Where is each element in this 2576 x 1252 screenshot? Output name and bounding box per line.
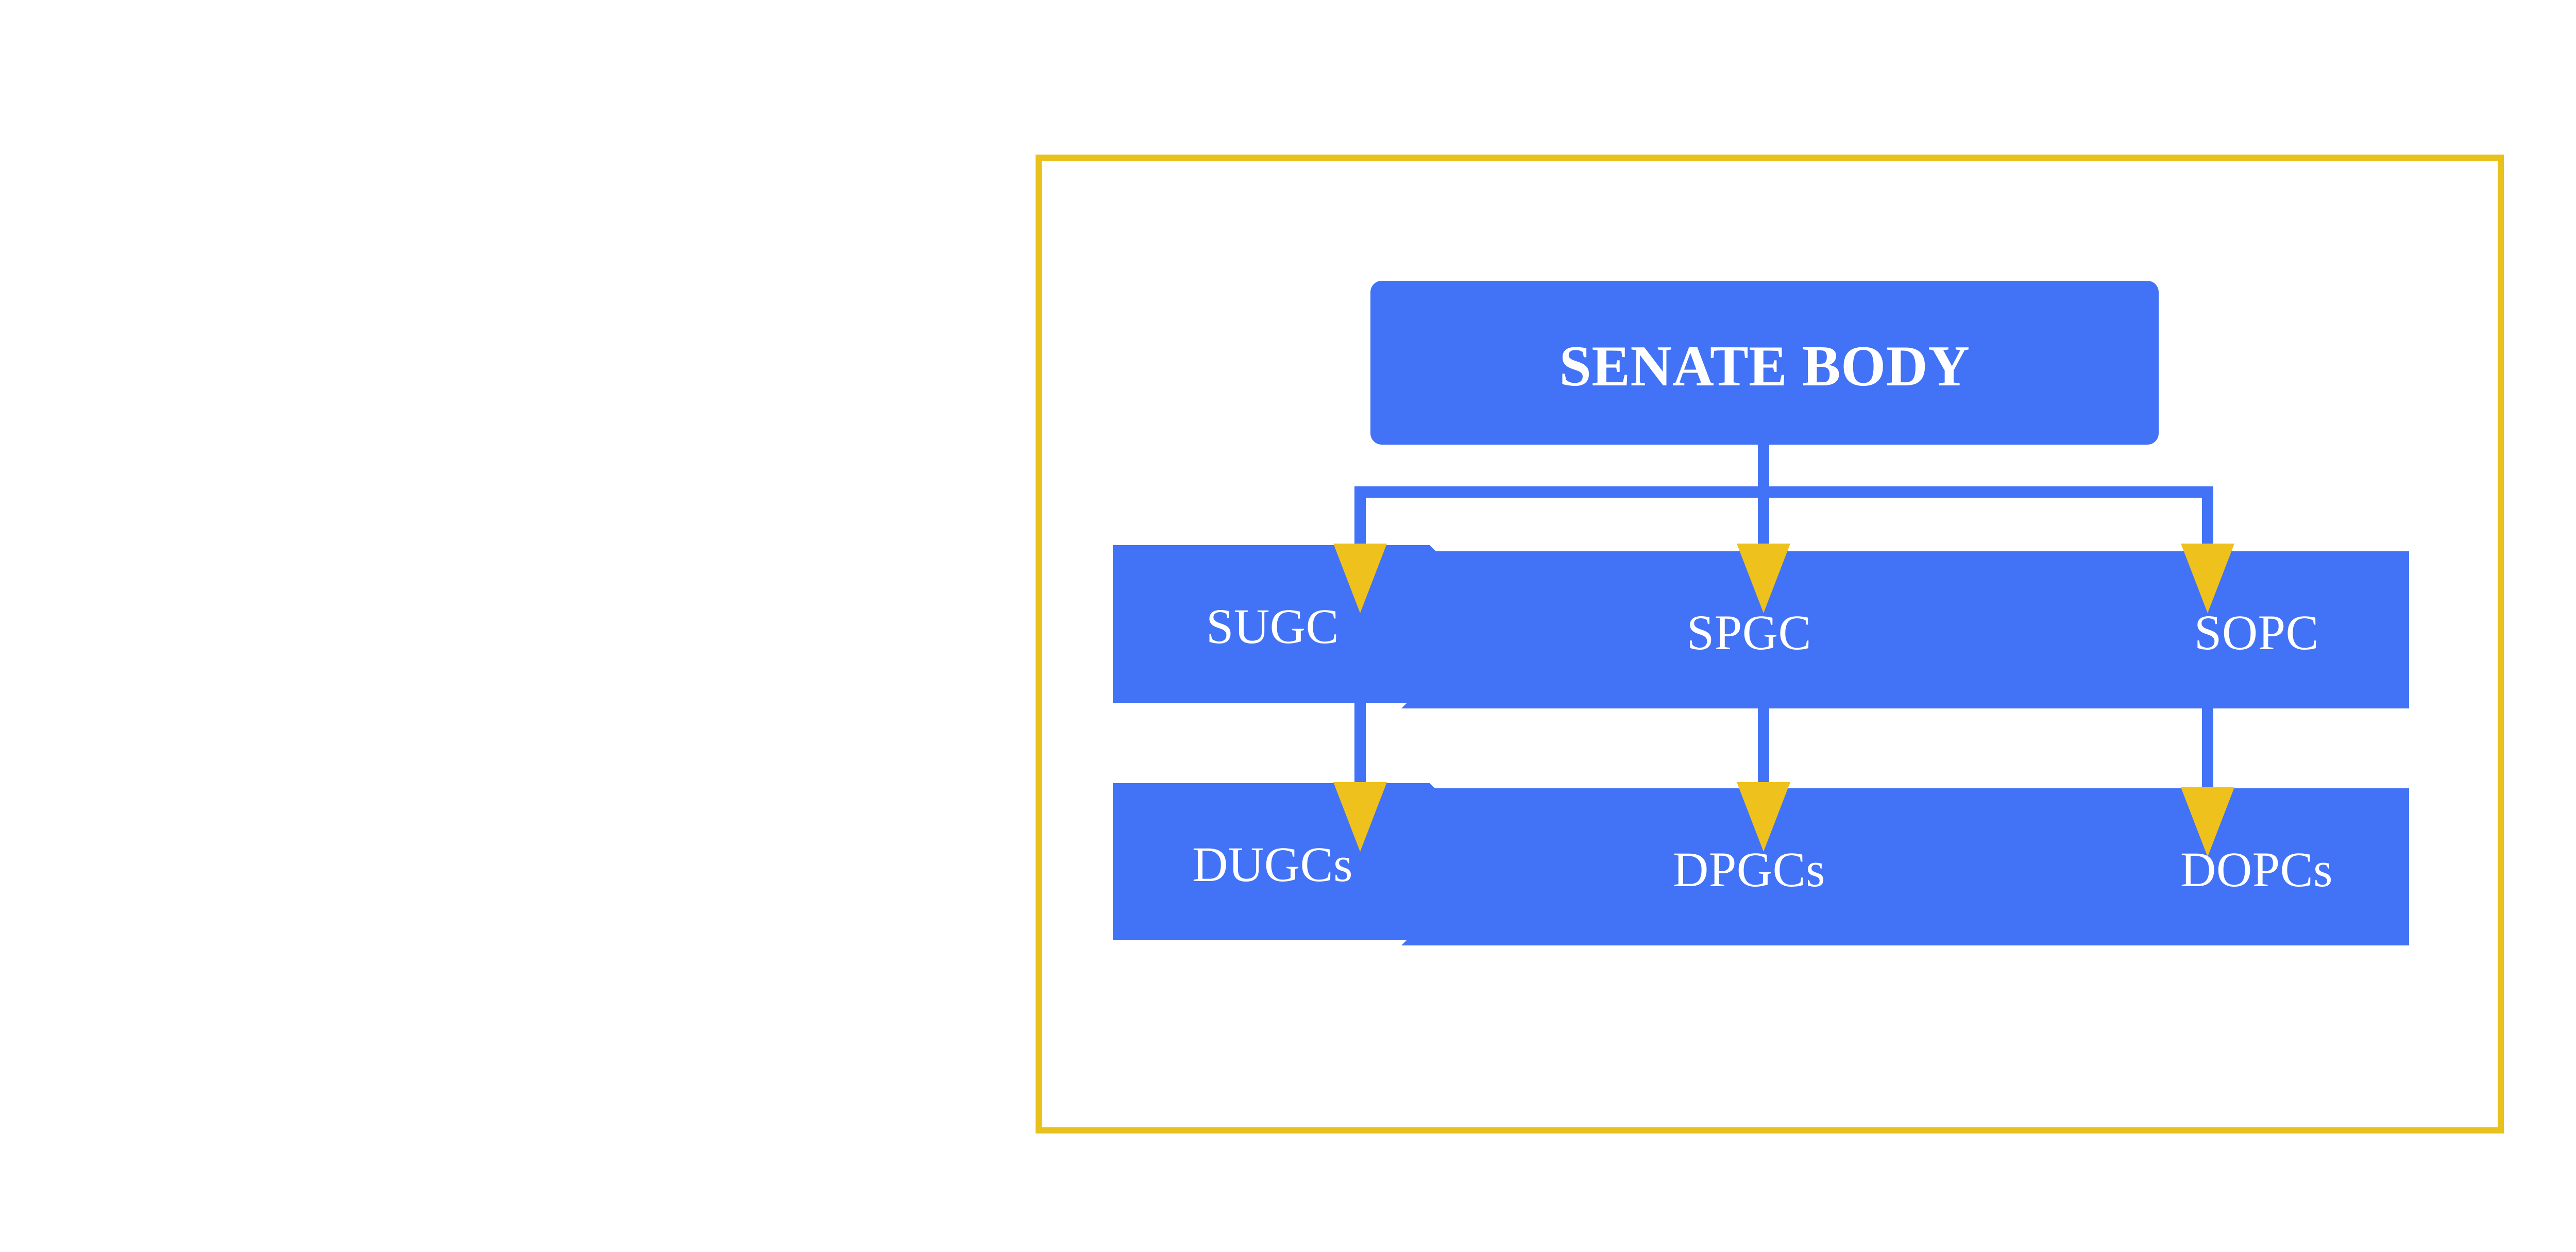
arrowhead-senate-to-spgc [1737, 544, 1790, 613]
arrowhead-group [1333, 544, 2234, 857]
arrowhead-sopc-to-dopcs [2181, 787, 2234, 857]
connector-sopc-dopcs [2202, 708, 2213, 791]
connector-drop-center [1758, 486, 1769, 546]
node-shape-dugcs[interactable] [1113, 783, 1510, 940]
connector-group [1354, 444, 2213, 791]
tier-departments-shapes [1113, 783, 2409, 945]
arrowhead-senate-to-sugc [1333, 544, 1387, 613]
connector-spgc-dpgcs [1758, 703, 1769, 785]
connector-bus [1354, 486, 2213, 498]
tier-committees-shapes [1113, 545, 2409, 708]
arrowhead-spgc-to-dpgcs [1737, 782, 1790, 852]
arrowhead-sugc-to-dugcs [1333, 782, 1387, 852]
node-shape-spgc[interactable] [1401, 551, 2197, 708]
node-shape-senate-body[interactable] [1370, 281, 2159, 445]
connector-trunk [1758, 444, 1769, 496]
connector-drop-left [1354, 486, 1366, 546]
connector-sugc-dugcs [1354, 703, 1366, 785]
node-shape-dopcs[interactable] [2089, 788, 2409, 945]
connector-drop-right [2202, 486, 2213, 546]
node-shape-sopc[interactable] [2089, 551, 2409, 708]
arrowhead-senate-to-sopc [2181, 544, 2234, 613]
node-shape-sugc[interactable] [1113, 545, 1510, 703]
node-shape-dpgcs[interactable] [1401, 788, 2197, 945]
